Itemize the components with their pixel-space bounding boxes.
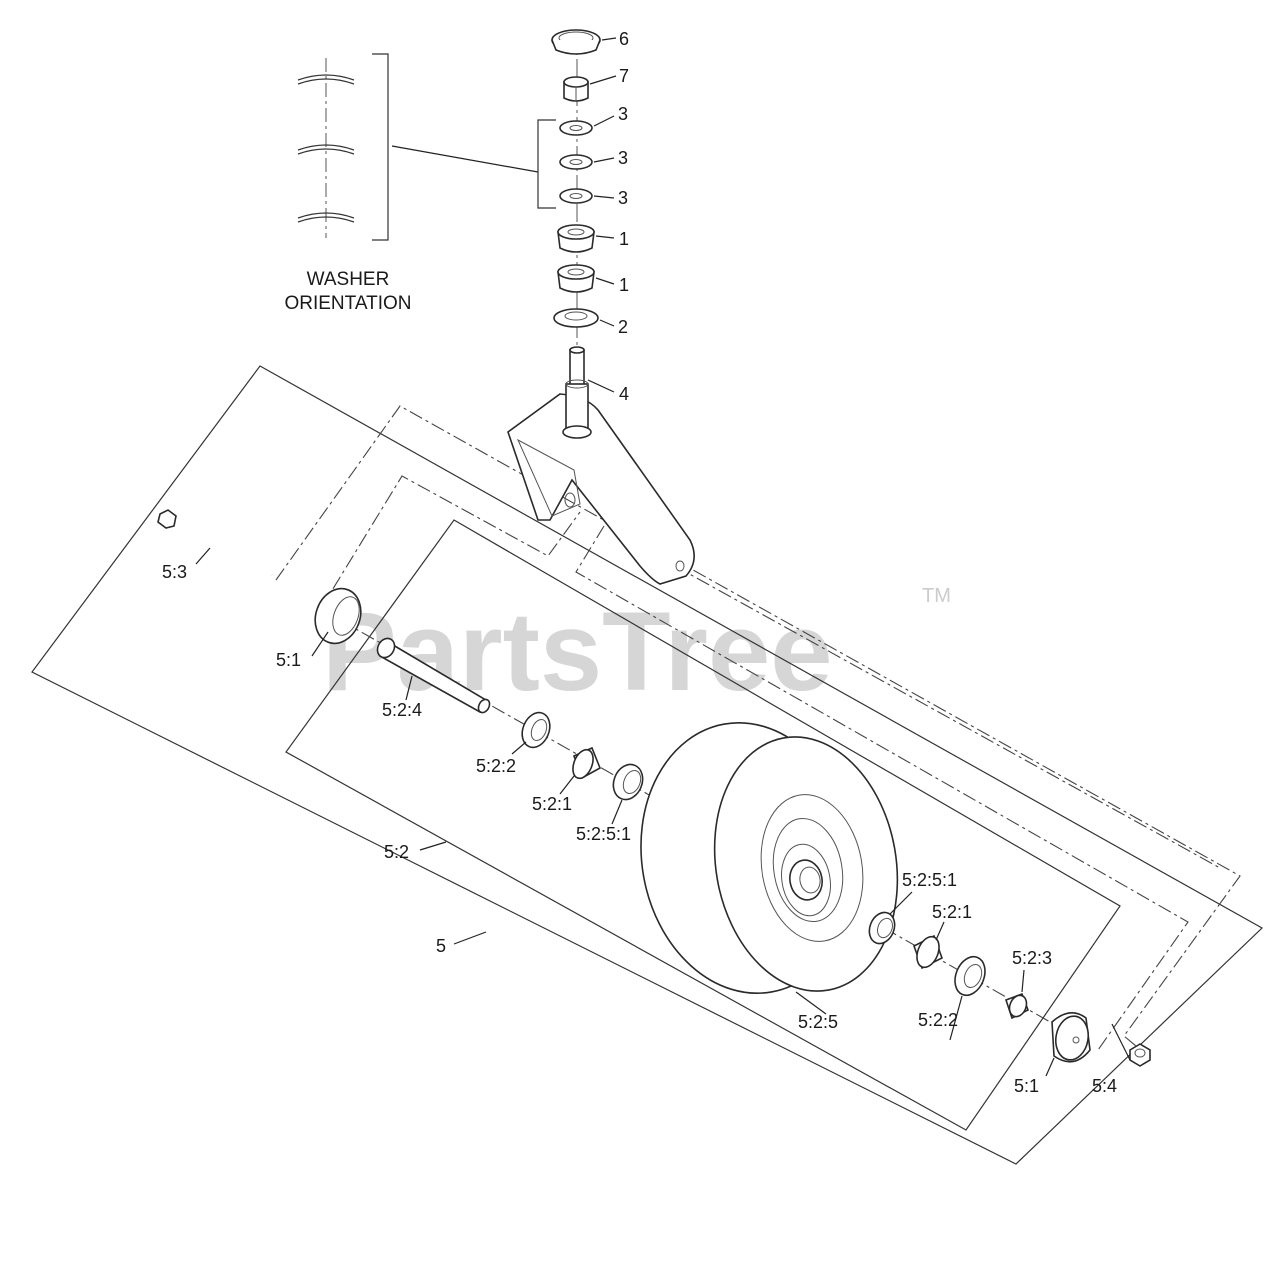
axle-bolt-part-5-3	[157, 509, 274, 578]
seal-part-5-2-5-1-right	[868, 911, 896, 945]
wheel-part-5-2-5	[640, 722, 899, 994]
label-part-5-1-left: 5:1	[276, 650, 301, 670]
caster-yoke	[507, 393, 695, 585]
axis-line-right-inner	[575, 525, 1189, 1051]
label-part-3b: 3	[618, 148, 628, 168]
inset-washer-2	[297, 144, 355, 155]
nut-part-5-4	[1129, 1043, 1151, 1067]
label-part-1b: 1	[619, 275, 629, 295]
inset-caption-line1: WASHER	[307, 269, 390, 290]
label-part-5-2-5: 5:2:5	[798, 1012, 838, 1032]
label-part-5-2-2-left: 5:2:2	[476, 756, 516, 776]
watermark: PartsTree TM	[322, 585, 951, 714]
bearing-part-1b	[557, 264, 595, 293]
axis-line-left-inner	[319, 475, 581, 611]
nut-part-7	[563, 76, 589, 102]
bearing-cone-part-5-2-1-right	[913, 934, 943, 970]
spacer-part-5-1-left	[314, 587, 362, 645]
label-part-2: 2	[618, 317, 628, 337]
spindle-stack	[551, 29, 601, 328]
label-part-5-2-2-right: 5:2:2	[918, 1010, 958, 1030]
bearing-cup-part-5-2-2-left	[521, 711, 551, 749]
label-part-5-4: 5:4	[1092, 1076, 1117, 1096]
watermark-trademark: TM	[922, 585, 951, 607]
yoke-left-hole	[564, 492, 576, 508]
label-part-5-2: 5:2	[384, 842, 409, 862]
bearing-part-1a	[557, 224, 595, 253]
inset-caption-line2: ORIENTATION	[284, 293, 411, 314]
yoke-body	[507, 393, 695, 585]
seal-part-5-2-5-1-left	[612, 763, 644, 801]
label-part-5-2-1-left: 5:2:1	[532, 794, 572, 814]
inset-leader	[391, 145, 539, 173]
inset-washer-3	[297, 212, 355, 223]
label-part-5-3: 5:3	[162, 562, 187, 582]
outline-assembly-5-2	[285, 519, 1121, 1131]
label-part-6: 6	[619, 29, 629, 49]
label-part-5-2-5-1-left: 5:2:5:1	[576, 824, 631, 844]
spindle-part-4	[562, 346, 592, 439]
label-part-5: 5	[436, 936, 446, 956]
axis-line-outer	[275, 405, 1241, 1047]
yoke-inner-face	[516, 438, 581, 517]
axis-line-yoke	[674, 565, 1221, 869]
bushing-part-5-2-3	[1004, 992, 1030, 1020]
washer-group-bracket	[537, 119, 556, 209]
inset-bracket	[372, 53, 389, 241]
race-part-2	[553, 308, 599, 328]
bearing-cone-part-5-2-1-left	[572, 746, 602, 780]
dust-cap-part-6	[551, 29, 601, 55]
label-part-7: 7	[619, 66, 629, 86]
outline-assembly-5	[31, 365, 1263, 1165]
washer-part-3a	[559, 120, 593, 136]
callout-labels: 6 7 3 3 3 1 1 2 4 5:3 5:1 5:2:4 5:2:2 5:…	[162, 29, 1117, 1096]
washer-part-3b	[559, 154, 593, 170]
yoke-right-hole	[675, 560, 685, 572]
bearing-cup-part-5-2-2-right	[954, 955, 986, 997]
washer-part-3c	[559, 188, 593, 204]
label-part-5-2-3: 5:2:3	[1012, 948, 1052, 968]
inset-washer-1	[297, 74, 355, 85]
label-part-5-2-5-1-right: 5:2:5:1	[902, 870, 957, 890]
label-part-5-1-right: 5:1	[1014, 1076, 1039, 1096]
spacer-part-5-1-right	[1051, 1012, 1091, 1063]
label-part-4: 4	[619, 384, 629, 404]
label-part-5-2-4: 5:2:4	[382, 700, 422, 720]
label-part-1a: 1	[619, 229, 629, 249]
washer-orientation-inset: WASHER ORIENTATION	[284, 53, 556, 314]
label-part-5-2-1-right: 5:2:1	[932, 902, 972, 922]
callout-leaders	[195, 37, 1131, 1077]
label-part-3c: 3	[618, 188, 628, 208]
label-part-3a: 3	[618, 104, 628, 124]
axle-tube-part-5-2-4	[376, 637, 491, 714]
